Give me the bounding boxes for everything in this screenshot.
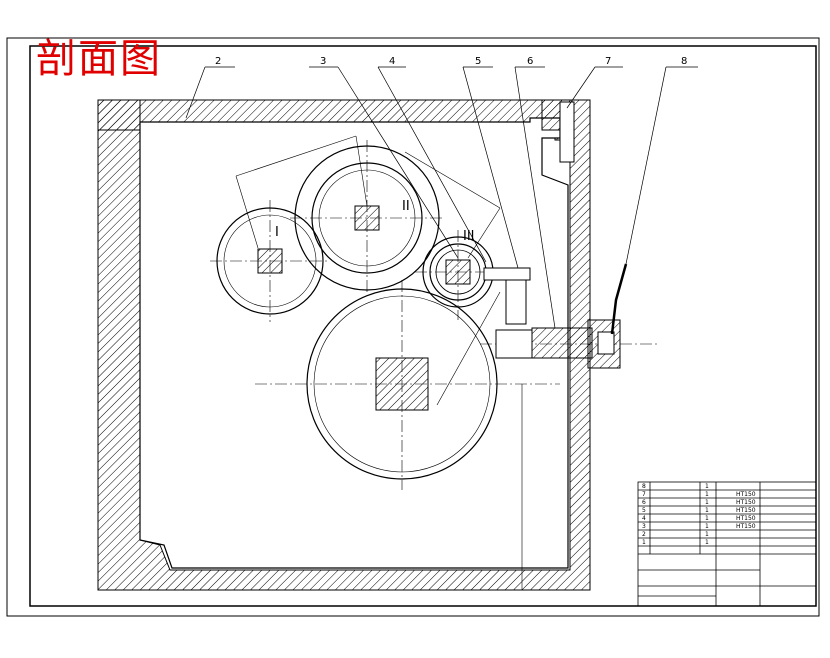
parts-row-no: 2 bbox=[642, 531, 646, 538]
parts-row-material: HT150 bbox=[736, 491, 756, 498]
part-label-6: 6 bbox=[527, 56, 533, 67]
parts-row-qty: 1 bbox=[705, 515, 709, 522]
parts-row-no: 7 bbox=[642, 491, 646, 498]
part-label-2: 2 bbox=[215, 56, 221, 67]
parts-row-no: 8 bbox=[642, 483, 646, 490]
part-label-5: 5 bbox=[475, 56, 481, 67]
title-block bbox=[637, 481, 817, 607]
shaft-label-2: II bbox=[402, 199, 410, 214]
parts-row-qty: 1 bbox=[705, 507, 709, 514]
part-label-8: 8 bbox=[681, 56, 687, 67]
shaft-label-3: III bbox=[463, 229, 475, 244]
parts-row-no: 3 bbox=[642, 523, 646, 530]
parts-row-qty: 1 bbox=[705, 523, 709, 530]
parts-row-material: HT150 bbox=[736, 515, 756, 522]
parts-row-qty: 1 bbox=[705, 491, 709, 498]
parts-row-material: HT150 bbox=[736, 499, 756, 506]
shaft-label-1: I bbox=[275, 225, 279, 240]
parts-row-no: 1 bbox=[642, 539, 646, 546]
inner-border bbox=[29, 45, 817, 607]
outer-border bbox=[6, 37, 820, 617]
parts-row-no: 4 bbox=[642, 515, 646, 522]
parts-row-qty: 1 bbox=[705, 539, 709, 546]
part-label-3: 3 bbox=[320, 56, 326, 67]
page-title: 剖面图 bbox=[36, 36, 162, 82]
handle-8 bbox=[610, 263, 628, 335]
parts-row-qty: 1 bbox=[705, 531, 709, 538]
part-label-7: 7 bbox=[605, 56, 611, 67]
parts-list-table: 8 1 7 1 HT150 6 1 HT150 5 1 HT150 4 1 HT… bbox=[642, 483, 756, 546]
parts-row-qty: 1 bbox=[705, 483, 709, 490]
parts-row-no: 5 bbox=[642, 507, 646, 514]
part-label-4: 4 bbox=[389, 56, 395, 67]
parts-row-no: 6 bbox=[642, 499, 646, 506]
shift-fork bbox=[483, 101, 621, 369]
parts-row-material: HT150 bbox=[736, 523, 756, 530]
parts-row-qty: 1 bbox=[705, 499, 709, 506]
shaft-labels: I II III bbox=[275, 199, 475, 244]
parts-row-material: HT150 bbox=[736, 507, 756, 514]
dimension-lines bbox=[235, 135, 523, 590]
part-number-labels: 2 3 4 5 6 7 8 bbox=[215, 56, 687, 67]
leader-lines bbox=[185, 66, 698, 329]
